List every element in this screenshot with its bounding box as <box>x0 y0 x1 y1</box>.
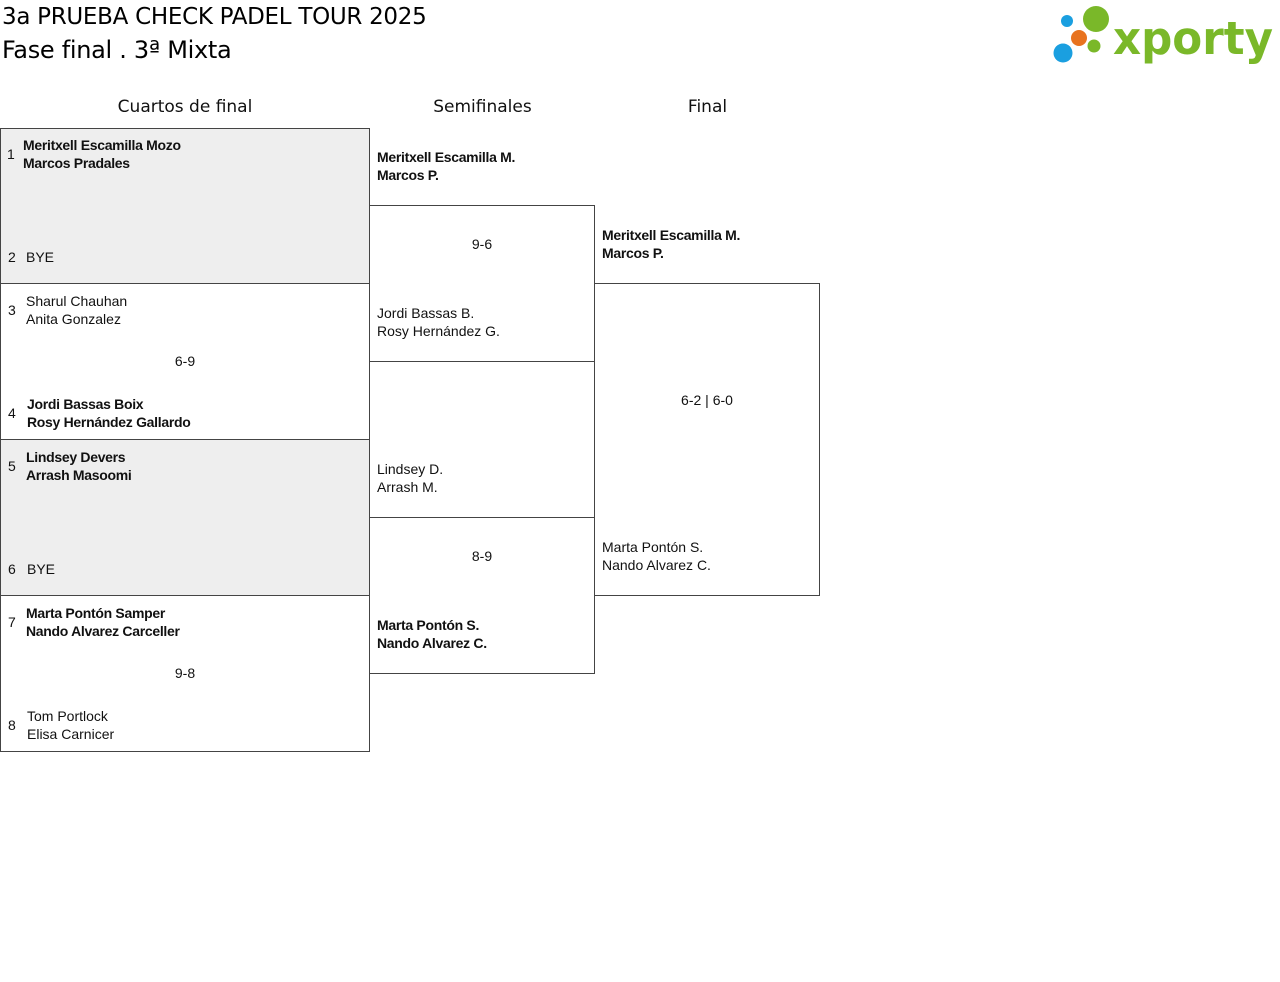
player-name: Jordi Bassas Boix <box>27 396 144 412</box>
round-header-final: Final <box>687 97 728 117</box>
player-name: Jordi Bassas B. <box>377 305 475 321</box>
page-title: 3a PRUEBA CHECK PADEL TOUR 2025 <box>2 4 427 30</box>
player-name: Meritxell Escamilla M. <box>377 149 516 165</box>
team-entry[interactable]: Marta Pontón S. Nando Alvarez C. <box>602 538 711 574</box>
team-entry[interactable]: Lindsey Devers Arrash Masoomi <box>26 448 132 484</box>
player-name: Lindsey Devers <box>26 449 126 465</box>
seed-number: 6 <box>8 561 16 577</box>
match-score: 6-9 <box>174 353 196 369</box>
bye-label: BYE <box>26 249 55 265</box>
round-header-quarterfinals: Cuartos de final <box>117 97 253 117</box>
player-name: Lindsey D. <box>377 461 444 477</box>
seed-number: 7 <box>8 614 16 630</box>
match-score: 8-9 <box>471 548 493 564</box>
team-entry[interactable]: Marta Pontón Samper Nando Alvarez Carcel… <box>26 604 180 640</box>
player-name: Rosy Hernández Gallardo <box>27 414 191 430</box>
bye-label: BYE <box>27 561 56 577</box>
player-name: Marcos P. <box>602 245 664 261</box>
team-entry[interactable]: Meritxell Escamilla M. Marcos P. <box>602 226 740 262</box>
qf-match-3 <box>0 439 370 596</box>
team-entry[interactable]: Meritxell Escamilla M. Marcos P. <box>377 148 515 184</box>
team-entry[interactable]: Sharul Chauhan Anita Gonzalez <box>26 292 127 328</box>
team-entry[interactable]: Tom Portlock Elisa Carnicer <box>27 707 114 743</box>
round-header-semifinals: Semifinales <box>433 97 532 117</box>
player-name: Marta Pontón S. <box>377 617 480 633</box>
player-name: Meritxell Escamilla Mozo <box>23 137 181 153</box>
player-name: Elisa Carnicer <box>27 726 115 742</box>
qf-match-1 <box>0 128 370 284</box>
team-entry[interactable]: Jordi Bassas Boix Rosy Hernández Gallard… <box>27 395 191 431</box>
logo-wordmark: xporty <box>1113 12 1273 65</box>
page-subtitle: Fase final . 3ª Mixta <box>2 36 232 64</box>
logo-dot-blue <box>1053 43 1073 63</box>
seed-number: 8 <box>8 717 16 733</box>
player-name: Marta Pontón S. <box>602 539 704 555</box>
player-name: Sharul Chauhan <box>26 293 128 309</box>
player-name: Nando Alvarez Carceller <box>26 623 180 639</box>
logo-dot-green-small <box>1087 39 1101 53</box>
match-score: 9-6 <box>471 236 493 252</box>
bye-entry: BYE <box>27 560 55 578</box>
player-name: Anita Gonzalez <box>26 311 121 327</box>
logo-dot-orange <box>1071 30 1087 46</box>
match-score: 9-8 <box>174 665 196 681</box>
player-name: Marta Pontón Samper <box>26 605 165 621</box>
player-name: Nando Alvarez C. <box>602 557 711 573</box>
seed-number: 4 <box>8 405 16 421</box>
final-match <box>594 283 820 596</box>
team-entry[interactable]: Marta Pontón S. Nando Alvarez C. <box>377 616 487 652</box>
bye-entry: BYE <box>26 248 54 266</box>
seed-number: 2 <box>8 249 16 265</box>
xporty-logo: xporty <box>1050 4 1276 68</box>
player-name: Arrash Masoomi <box>26 467 132 483</box>
match-score: 6-2 | 6-0 <box>681 392 733 408</box>
logo-dot-green <box>1083 6 1109 32</box>
logo-dot-blue-small <box>1061 15 1073 27</box>
player-name: Marcos Pradales <box>23 155 130 171</box>
player-name: Arrash M. <box>377 479 438 495</box>
player-name: Tom Portlock <box>27 708 108 724</box>
team-entry[interactable]: Meritxell Escamilla Mozo Marcos Pradales <box>23 136 181 172</box>
team-entry[interactable]: Lindsey D. Arrash M. <box>377 460 443 496</box>
seed-number: 5 <box>8 458 16 474</box>
team-entry[interactable]: Jordi Bassas B. Rosy Hernández G. <box>377 304 500 340</box>
player-name: Nando Alvarez C. <box>377 635 487 651</box>
seed-number: 3 <box>8 302 16 318</box>
player-name: Rosy Hernández G. <box>377 323 500 339</box>
player-name: Marcos P. <box>377 167 439 183</box>
seed-number: 1 <box>7 146 15 162</box>
player-name: Meritxell Escamilla M. <box>602 227 741 243</box>
